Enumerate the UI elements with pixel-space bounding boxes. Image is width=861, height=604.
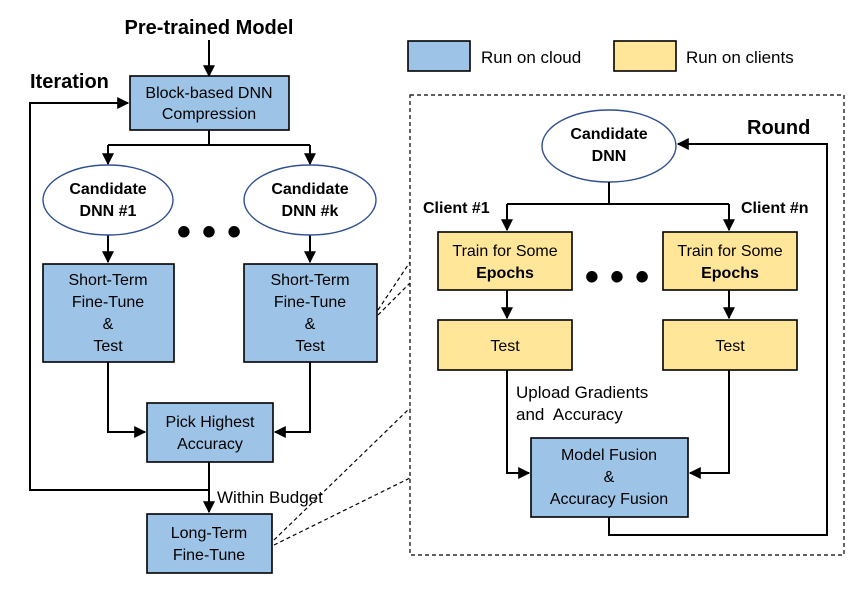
arrow-test-1-to-fusion bbox=[506, 370, 531, 479]
right-candidate-dnn: Candidate DNN bbox=[541, 109, 677, 183]
left-ellipsis: • • • bbox=[177, 210, 241, 254]
finetune-1-line-1: Short-Term bbox=[68, 272, 147, 289]
arrow-finetune-1-to-pick bbox=[107, 362, 147, 438]
zoom-line-upper bbox=[377, 261, 411, 311]
train-1-line-1: Train for Some bbox=[452, 243, 557, 260]
finetune-1-line-3: & bbox=[103, 316, 114, 333]
candidate-k-line-1: Candidate bbox=[271, 181, 348, 198]
iteration-label: Iteration bbox=[30, 71, 109, 93]
fusion-line-3: Accuracy Fusion bbox=[550, 491, 668, 508]
zoom-line-mid bbox=[377, 282, 411, 316]
finetune-k-line-4: Test bbox=[295, 338, 325, 355]
finetune-1-line-4: Test bbox=[93, 338, 123, 355]
arrow-fusion-to-round bbox=[608, 517, 690, 536]
finetune-box-1: Short-Term Fine-Tune & Test bbox=[42, 263, 175, 363]
long-term-box: Long-Term Fine-Tune bbox=[146, 513, 273, 574]
legend-cloud-label: Run on cloud bbox=[481, 48, 581, 67]
right-ellipsis: • • • bbox=[585, 255, 649, 299]
candidate-1-line-2: DNN #1 bbox=[80, 203, 137, 220]
compression-line-1: Block-based DNN bbox=[145, 85, 272, 102]
right-candidate-line-2: DNN bbox=[592, 148, 627, 165]
arrow-round-loop bbox=[676, 138, 828, 536]
client-detail-panel bbox=[409, 94, 845, 556]
upload-line-1: Upload Gradients bbox=[516, 383, 648, 402]
train-n-line-2: Epochs bbox=[701, 265, 759, 282]
train-n-line-1: Train for Some bbox=[677, 243, 782, 260]
test-1-label: Test bbox=[490, 338, 520, 355]
train-box-n: Train for Some Epochs bbox=[662, 231, 798, 291]
long-term-line-2: Fine-Tune bbox=[173, 547, 245, 564]
train-box-1: Train for Some Epochs bbox=[437, 231, 573, 291]
test-n-label: Test bbox=[715, 338, 745, 355]
round-label: Round bbox=[747, 117, 810, 139]
candidate-dnn-1: Candidate DNN #1 bbox=[42, 164, 174, 236]
arrow-candidate-split bbox=[507, 182, 729, 205]
arrow-finetune-k-to-pick bbox=[273, 362, 311, 438]
test-box-1: Test bbox=[437, 319, 573, 371]
client-1-label: Client #1 bbox=[423, 200, 490, 217]
finetune-1-line-2: Fine-Tune bbox=[72, 294, 144, 311]
legend: Run on cloud Run on clients bbox=[407, 40, 794, 72]
zoom-line-bottom bbox=[273, 477, 411, 546]
finetune-k-line-2: Fine-Tune bbox=[274, 294, 346, 311]
compression-line-2: Compression bbox=[162, 106, 256, 123]
candidate-1-line-1: Candidate bbox=[69, 181, 146, 198]
long-term-line-1: Long-Term bbox=[171, 525, 247, 542]
candidate-dnn-k: Candidate DNN #k bbox=[243, 164, 377, 236]
candidate-k-line-2: DNN #k bbox=[282, 203, 339, 220]
upload-line-2: and Accuracy bbox=[516, 405, 623, 424]
diagram-title: Pre-trained Model bbox=[125, 17, 294, 39]
right-candidate-line-1: Candidate bbox=[570, 126, 647, 143]
fusion-line-1: Model Fusion bbox=[561, 447, 657, 464]
within-budget-label: Within Budget bbox=[217, 488, 323, 507]
zoom-line-lower bbox=[273, 407, 411, 541]
fusion-box: Model Fusion & Accuracy Fusion bbox=[530, 437, 689, 518]
pick-line-2: Accuracy bbox=[177, 436, 243, 453]
client-n-label: Client #n bbox=[741, 200, 809, 217]
arrow-iteration-loop bbox=[29, 97, 209, 491]
arrow-compression-split bbox=[108, 130, 310, 146]
compression-box: Block-based DNN Compression bbox=[129, 75, 290, 131]
finetune-box-k: Short-Term Fine-Tune & Test bbox=[243, 263, 378, 363]
fusion-line-2: & bbox=[604, 469, 615, 486]
test-box-n: Test bbox=[662, 319, 798, 371]
arrow-test-n-to-fusion bbox=[688, 370, 730, 479]
train-1-line-2: Epochs bbox=[476, 265, 534, 282]
legend-clients-swatch bbox=[613, 40, 677, 72]
legend-clients-label: Run on clients bbox=[686, 48, 794, 67]
pick-line-1: Pick Highest bbox=[166, 414, 255, 431]
pick-highest-box: Pick Highest Accuracy bbox=[146, 402, 274, 463]
legend-cloud-swatch bbox=[407, 40, 471, 72]
finetune-k-line-3: & bbox=[305, 316, 316, 333]
finetune-k-line-1: Short-Term bbox=[270, 272, 349, 289]
